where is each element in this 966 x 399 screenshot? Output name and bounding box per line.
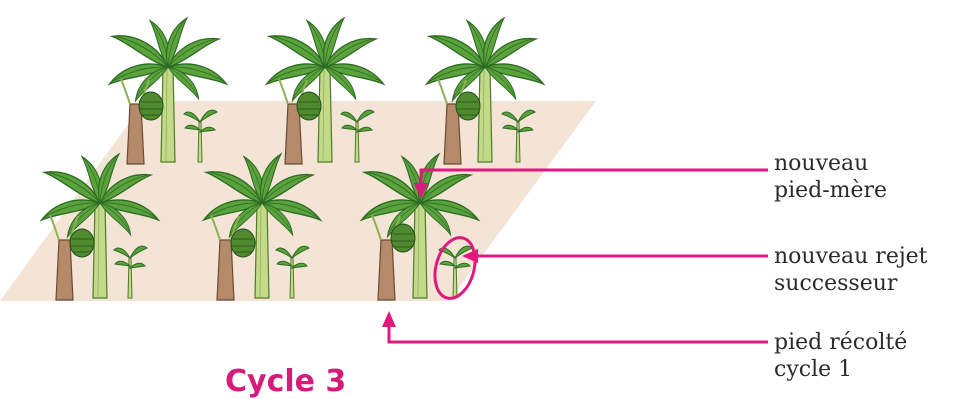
banana-bunch-icon <box>231 229 255 257</box>
banana-bunch-icon <box>139 92 163 120</box>
banana-bunch-icon <box>297 92 321 120</box>
callout-harvested <box>382 311 768 342</box>
label-new-mother: nouveau pied-mère <box>774 150 887 204</box>
label-new-sucker: nouveau rejet successeur <box>774 243 928 297</box>
banana-bunch-icon <box>391 224 415 252</box>
label-harvested-line2: cycle 1 <box>774 356 907 383</box>
label-new-mother-line1: nouveau <box>774 150 887 177</box>
label-new-sucker-line1: nouveau rejet <box>774 243 928 270</box>
label-new-mother-line2: pied-mère <box>774 177 887 204</box>
label-harvested-line1: pied récolté <box>774 329 907 356</box>
label-harvested: pied récolté cycle 1 <box>774 329 907 383</box>
cycle-title: Cycle 3 <box>225 364 346 399</box>
label-new-sucker-line2: successeur <box>774 270 928 297</box>
banana-bunch-icon <box>70 229 94 257</box>
banana-bunch-icon <box>456 92 480 120</box>
